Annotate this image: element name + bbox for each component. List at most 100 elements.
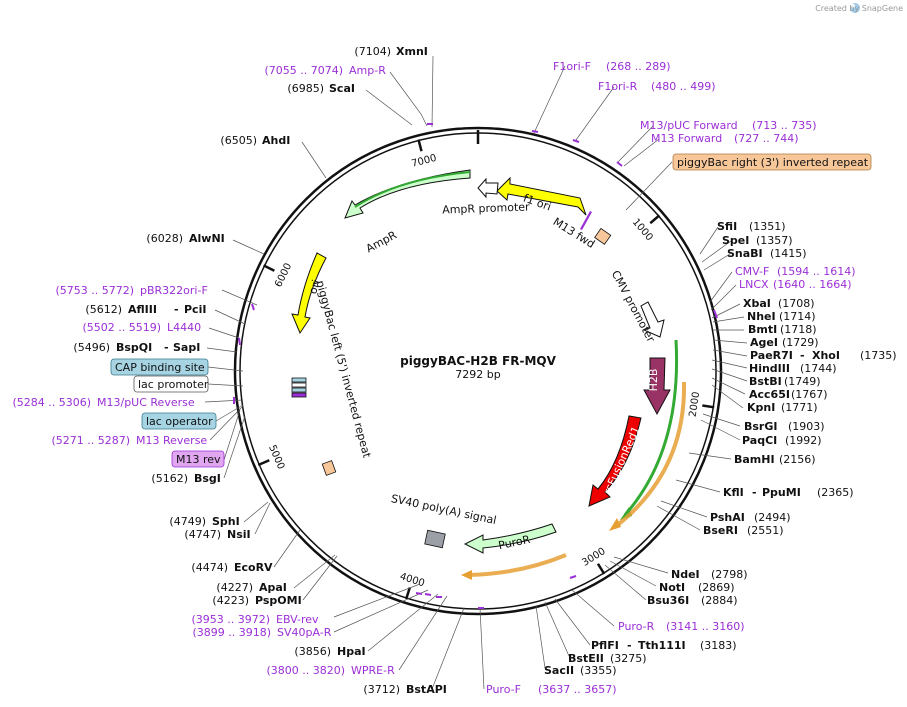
m13puc-fwd-range: (713 .. 735) [752, 119, 817, 132]
alwni-pos: (6028) [146, 232, 183, 245]
svg-text:lac promoter: lac promoter [138, 378, 209, 391]
snabi-pos: (1415) [770, 247, 807, 260]
m13puc-rev-name: M13/pUC Reverse [97, 396, 195, 409]
bsu36i-pos: (2884) [701, 594, 738, 607]
f1ori-r-name: F1ori-R [598, 80, 638, 93]
rsfusionred1-arrow [588, 415, 642, 507]
bmti-pos: (1718) [780, 323, 817, 336]
primer-marks [233, 123, 718, 609]
hpai-name: HpaI [337, 645, 366, 658]
ruler-tick-7000 [417, 139, 423, 152]
ppumi-dash: - [752, 486, 757, 499]
puro-f-range: (3637 .. 3657) [538, 683, 617, 696]
l4440-name: L4440 [167, 321, 201, 334]
bamhi-name: BamHI [734, 453, 775, 466]
leader-lines [204, 55, 748, 690]
ecorv-pos: (4474) [191, 561, 228, 574]
snapgene-logo [850, 3, 860, 13]
cmv-promoter-arrow [640, 301, 665, 338]
paer7i-name: PaeR7I [750, 349, 793, 362]
m13puc-fwd-name: M13/pUC Forward [640, 119, 738, 132]
paqci-pos: (1992) [785, 434, 822, 447]
bsrgi-pos: (1903) [788, 420, 825, 433]
paqci-name: PaqCI [742, 434, 777, 447]
scai-pos: (6985) [287, 82, 324, 95]
ruler-label-3000: 3000 [580, 546, 607, 569]
ruler-label-5000: 5000 [266, 443, 286, 471]
m13-forward-name: M13 Forward [651, 132, 722, 145]
ruler-tick-6000 [263, 264, 275, 272]
acc65i-pos: (1767) [791, 388, 828, 401]
bstapi-pos: (3712) [363, 683, 400, 696]
ruler-tick-4000 [405, 587, 412, 600]
bseri-pos: (2551) [747, 524, 784, 537]
tth111i-dash: - [627, 639, 632, 652]
bspqi-pos: (5496) [73, 341, 110, 354]
lncx-name: LNCX [739, 278, 769, 291]
puror-orf-line [467, 553, 567, 577]
tth111i-name: Tth111I [638, 639, 686, 652]
agei-pos: (1729) [782, 336, 819, 349]
alwni-name: AlwNI [189, 232, 225, 245]
bstapi-name: BstAPI [406, 683, 447, 696]
bsteii-name: BstEII [568, 652, 604, 665]
bsgi-name: BsgI [194, 472, 221, 485]
boxed-lac-promoter: lac promoter [133, 375, 209, 393]
bseri-name: BseRI [703, 524, 738, 537]
sapi-dash: - [164, 341, 169, 354]
h2b-label: H2B [647, 369, 660, 392]
m13-fwd-mark [580, 211, 592, 230]
xbai-pos: (1708) [778, 297, 815, 310]
sacii-pos: (3355) [580, 664, 617, 677]
sfii-pos: (1351) [749, 220, 786, 233]
pflfi-name: PflFI [591, 639, 619, 652]
xbai-name: XbaI [743, 297, 771, 310]
ruler-label-2000: 2000 [688, 391, 703, 418]
puro-f-name: Puro-F [486, 683, 521, 696]
agei-name: AgeI [750, 336, 778, 349]
backbone-outer [233, 126, 723, 616]
orf-green-line [623, 339, 679, 516]
ampr-orf-line [354, 171, 471, 208]
sphi-name: SphI [212, 515, 240, 528]
piggybac-left-label: piggyBac left (5') inverted repeat [313, 279, 373, 460]
scai-name: ScaI [329, 82, 355, 95]
bspqi-name: BspQI [116, 341, 152, 354]
sacii-name: SacII [544, 664, 574, 677]
boxed-lac-operator: lac operator [141, 412, 217, 430]
bsrgi-name: BsrGI [744, 420, 777, 433]
puror-orf-arrowhead [461, 570, 472, 580]
svg-text:lac operator: lac operator [146, 415, 213, 428]
puro-r-range: (3141 .. 3160) [666, 620, 745, 633]
sfii-name: SfiI [717, 220, 737, 233]
pspomi-pos: (4223) [212, 594, 249, 607]
puro-r-name: Puro-R [618, 620, 655, 633]
pbr322-name: pBR322ori-F [140, 284, 208, 297]
rsfusionred1-label: rsFusionRed1 [601, 424, 643, 496]
pshai-pos: (2494) [754, 511, 791, 524]
m13-forward-range: (727 .. 744) [734, 132, 799, 145]
boxed-cap-binding: CAP binding site [110, 358, 209, 376]
sphi-pos: (4749) [169, 515, 206, 528]
pshai-name: PshAI [710, 511, 745, 524]
pbr322-range: (5753 .. 5772) [55, 284, 134, 297]
bmti-name: BmtI [748, 323, 777, 336]
amp-r-name: Amp-R [349, 64, 386, 77]
ebv-rev-name: EBV-rev [276, 613, 319, 626]
xmni-pos: (7104) [354, 45, 391, 58]
sv40pa-r-name: SV40pA-R [277, 626, 332, 639]
ampr-promoter-arrow [477, 177, 499, 199]
ruler-tick-5000 [257, 459, 270, 467]
paer7i-pos: (1735) [860, 349, 897, 362]
orf-orange-line [613, 381, 687, 529]
ndei-name: NdeI [671, 568, 700, 581]
watermark-text: Created by SnapGene [815, 4, 903, 13]
pflfi-pos: (3183) [700, 639, 737, 652]
ruler-tick-2000 [702, 404, 715, 409]
snabi-name: SnaBI [727, 247, 763, 260]
puror-arrow [463, 523, 557, 554]
boxed-m13-rev: M13 rev [171, 450, 225, 468]
ndei-pos: (2798) [711, 568, 748, 581]
svg-text:piggyBac right (3') inverted r: piggyBac right (3') inverted repeat [677, 156, 869, 169]
